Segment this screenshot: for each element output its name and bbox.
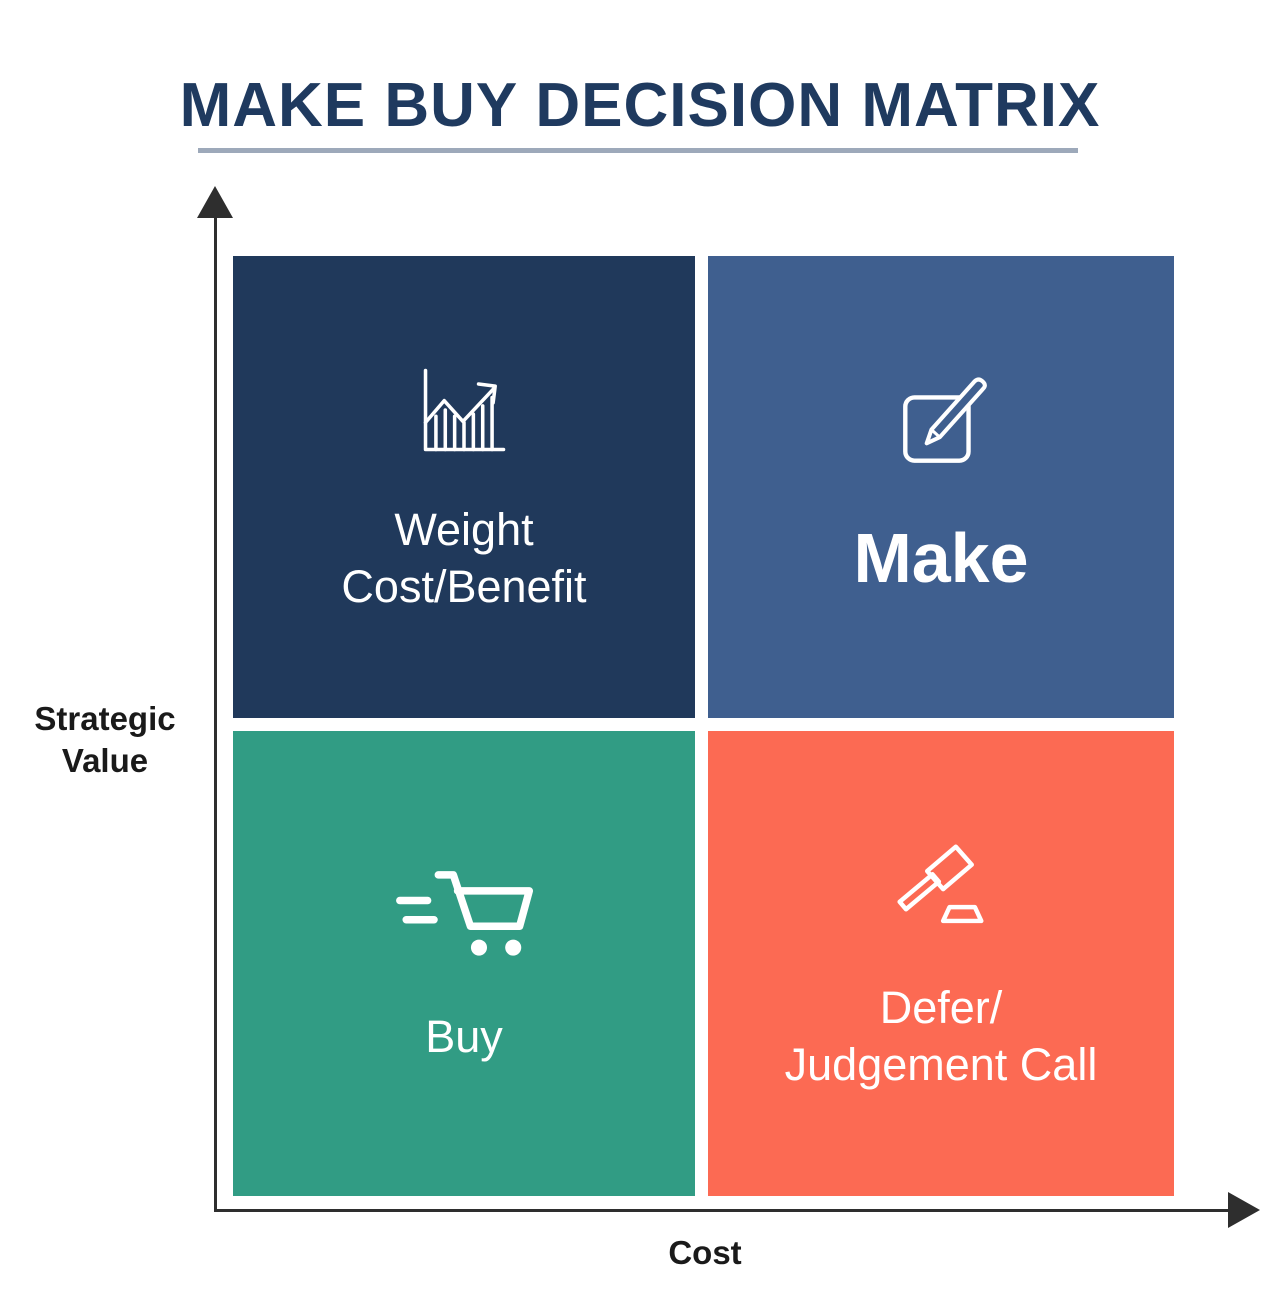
edit-pencil-icon xyxy=(903,377,987,463)
gavel-icon xyxy=(897,844,984,923)
shopping-cart-icon xyxy=(396,870,534,956)
y-axis-arrow-icon xyxy=(197,186,233,218)
quadrant-buy: Buy xyxy=(233,731,695,1196)
quadrant-defer-judgement-call: Defer/ Judgement Call xyxy=(708,731,1174,1196)
quadrant-label-line: Defer/ xyxy=(879,981,1003,1033)
y-axis-line xyxy=(214,214,217,1212)
y-axis-label: Strategic Value xyxy=(10,698,200,782)
growth-chart-icon xyxy=(423,369,506,452)
quadrant-label-weigh-cost-benefit: Weight Cost/Benefit xyxy=(341,502,586,615)
x-axis-label: Cost xyxy=(668,1234,742,1271)
quadrant-make: Make xyxy=(708,256,1174,718)
page-title: MAKE BUY DECISION MATRIX xyxy=(179,71,1101,140)
quadrant-label-line: Weight xyxy=(394,504,534,556)
x-axis-arrow-icon xyxy=(1228,1192,1260,1228)
quadrant-label-defer-judgement-call: Defer/ Judgement Call xyxy=(785,980,1098,1093)
y-axis-label-line-1: Strategic xyxy=(34,700,176,737)
quadrant-label-buy: Buy xyxy=(425,1010,503,1062)
y-axis-label-line-2: Value xyxy=(61,742,149,780)
quadrant-weigh-cost-benefit: Weight Cost/Benefit xyxy=(233,256,695,718)
quadrant-label-make: Make xyxy=(853,519,1029,597)
quadrant-label-line: Cost/Benefit xyxy=(341,561,587,612)
title-underline xyxy=(198,148,1078,153)
quadrant-label-line: Judgement Call xyxy=(784,1038,1098,1090)
x-axis-line xyxy=(214,1209,1230,1212)
